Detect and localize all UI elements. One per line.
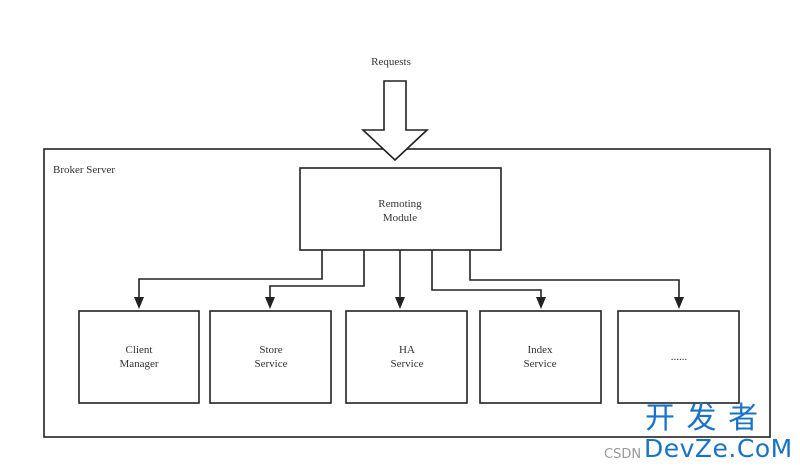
client-manager-box [78, 310, 200, 404]
arrowhead-store-service [265, 297, 275, 309]
more-modules-label: ...... [671, 351, 688, 363]
connector-to-store-service [269, 250, 365, 302]
more-modules-box [617, 310, 740, 404]
ha-service-box [345, 310, 468, 404]
store-service-label-line1: Store [259, 344, 282, 356]
watermark: 开 发 者 CSDN DevZe.CoM [604, 401, 793, 463]
requests-input-arrow [360, 80, 430, 162]
connector-to-index-service [431, 250, 542, 302]
arrowhead-ha-service [395, 297, 405, 309]
watermark-prefix: CSDN [604, 447, 641, 462]
remoting-module-label-line1: Remoting [378, 198, 422, 210]
client-manager-label-line2: Manager [119, 358, 158, 370]
index-service-box [479, 310, 602, 404]
arrowhead-more-modules [674, 297, 684, 309]
ha-service-label-line1: HA [399, 344, 415, 356]
connector-to-client-manager [138, 250, 323, 302]
store-service-box [209, 310, 332, 404]
store-service-label-line2: Service [255, 358, 288, 370]
index-service-label-line1: Index [527, 344, 553, 356]
connector-to-more-modules [469, 250, 680, 302]
client-manager-label-line1: Client [126, 344, 153, 356]
ha-service-label-line2: Service [391, 358, 424, 370]
requests-label: Requests [371, 56, 411, 68]
watermark-top: 开 发 者 [645, 401, 759, 436]
arrowhead-client-manager [134, 297, 144, 309]
arrowhead-index-service [536, 297, 546, 309]
remoting-module-label-line2: Module [383, 212, 417, 224]
index-service-label-line2: Service [524, 358, 557, 370]
remoting-module-box [299, 167, 502, 251]
watermark-bottom: DevZe.CoM [644, 434, 793, 463]
broker-server-label: Broker Server [53, 164, 115, 176]
